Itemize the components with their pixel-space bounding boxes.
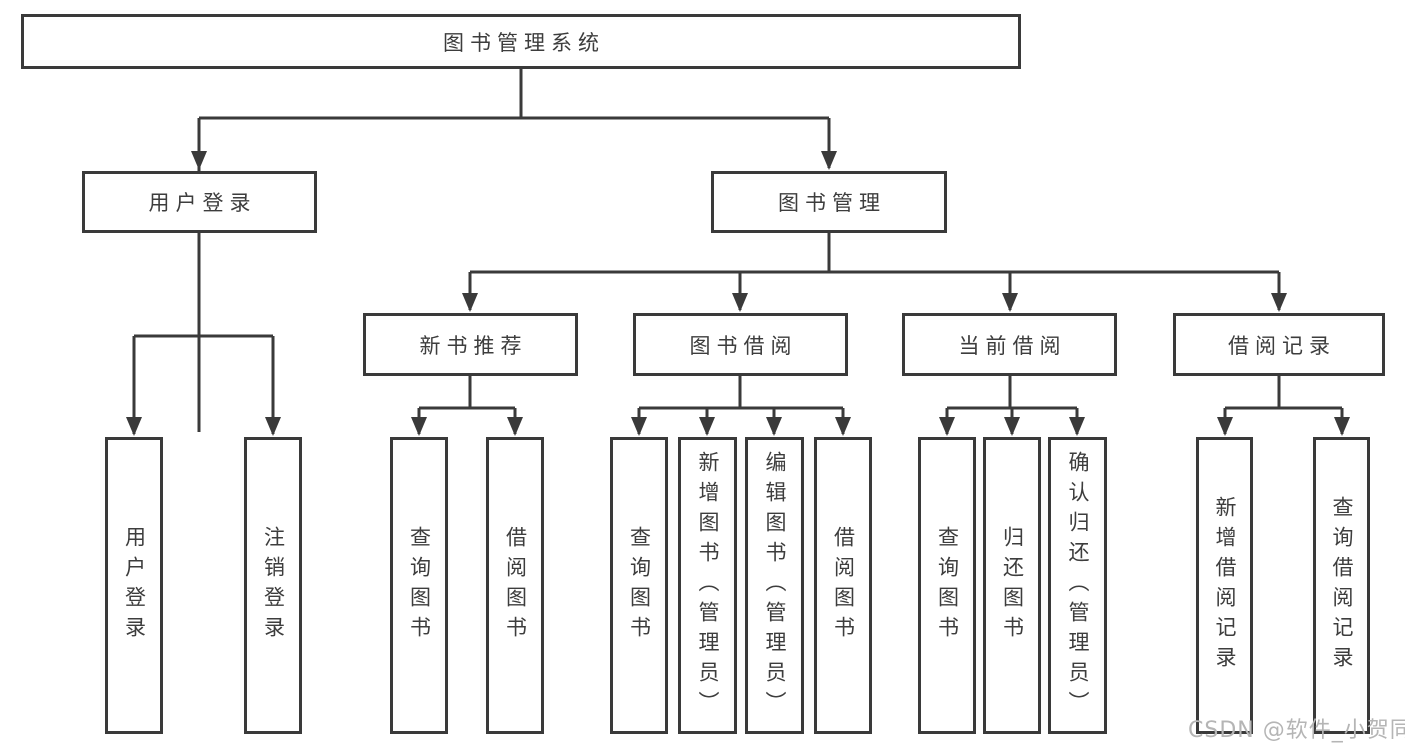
node-current-borrowing: 当前借阅 (902, 313, 1117, 376)
leaf-edit-book-admin: 编辑图书（管理员） (745, 437, 804, 734)
leaf-query-borrow-record: 查询借阅记录 (1313, 437, 1370, 734)
leaf-query-book-borrowing: 查询图书 (610, 437, 668, 734)
leaf-confirm-return-admin: 确认归还（管理员） (1048, 437, 1107, 734)
node-new-book-recommendation: 新书推荐 (363, 313, 578, 376)
leaf-logout: 注销登录 (244, 437, 302, 734)
node-root: 图书管理系统 (21, 14, 1021, 69)
node-book-management: 图书管理 (711, 171, 947, 233)
watermark: CSDN @软件_小贺同学 (1188, 718, 1405, 743)
node-borrowing-records: 借阅记录 (1173, 313, 1385, 376)
leaf-return-book: 归还图书 (983, 437, 1041, 734)
arrowhead-icons (126, 151, 1350, 436)
leaf-add-book-admin: 新增图书（管理员） (678, 437, 737, 734)
leaf-borrow-book: 借阅图书 (814, 437, 872, 734)
leaf-borrow-book-recommendation: 借阅图书 (486, 437, 544, 734)
leaf-add-borrow-record: 新增借阅记录 (1196, 437, 1253, 734)
leaf-user-login: 用户登录 (105, 437, 163, 734)
leaf-query-book-recommendation: 查询图书 (390, 437, 448, 734)
node-book-borrowing: 图书借阅 (633, 313, 848, 376)
node-user-login: 用户登录 (82, 171, 317, 233)
leaf-query-book-current: 查询图书 (918, 437, 976, 734)
